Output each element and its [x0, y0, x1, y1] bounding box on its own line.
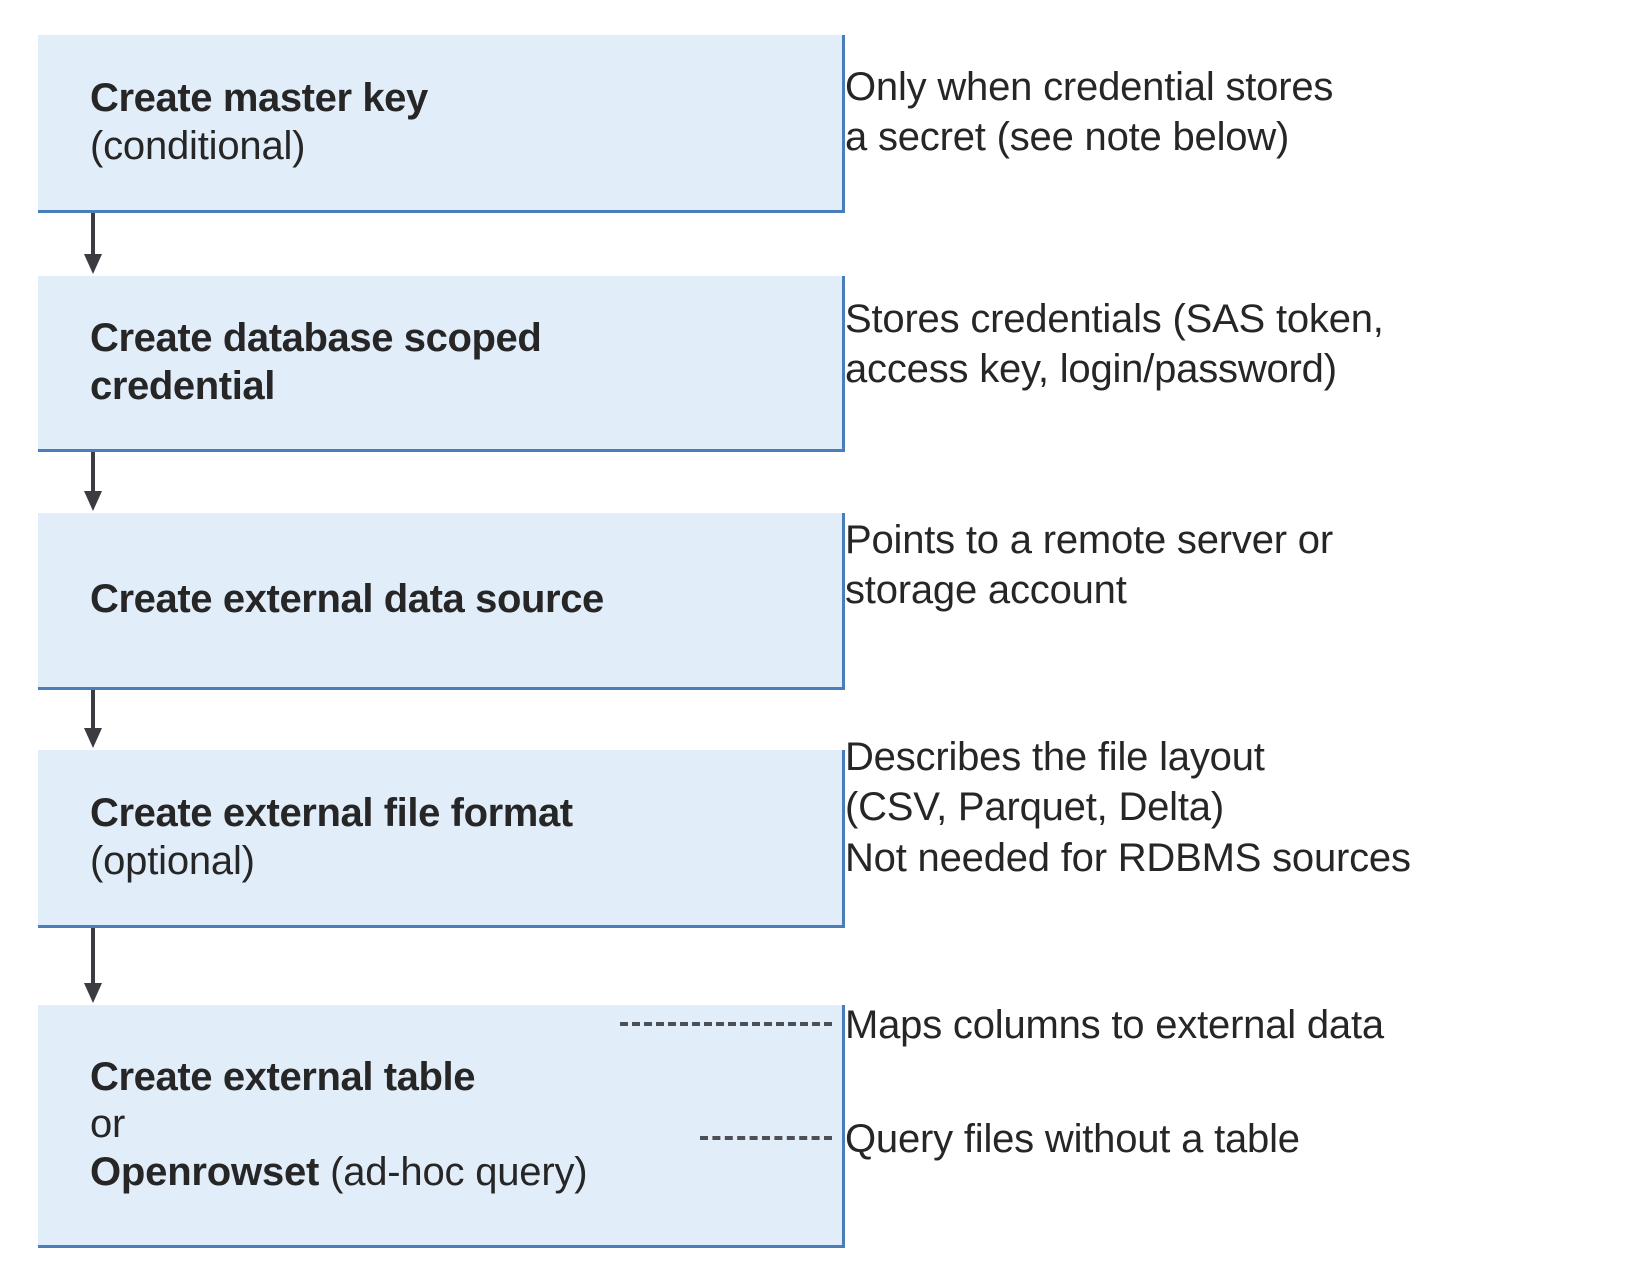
- step-title-scoped-credential: Create database scoped credential: [90, 316, 542, 408]
- step-title-external-file-format: Create external file format: [90, 791, 573, 836]
- flow-arrow-icon-1: [84, 213, 102, 276]
- flow-arrow-icon-3: [84, 690, 102, 750]
- flow-arrow-icon-2: [84, 452, 102, 513]
- step-title-external-table: Create external table: [90, 1055, 476, 1100]
- step-box-scoped-credential[interactable]: Create database scoped credential: [38, 276, 845, 452]
- step-box-external-table-or-openrowset[interactable]: Create external table or Openrowset (ad-…: [38, 1005, 845, 1248]
- arrow-head: [84, 983, 102, 1003]
- arrow-stem: [91, 213, 95, 256]
- arrow-stem: [91, 690, 95, 730]
- note-external-data-source: Points to a remote server or storage acc…: [845, 518, 1333, 613]
- step-title-master-key: Create master key: [90, 76, 428, 121]
- step-box-external-file-format[interactable]: Create external file format (optional): [38, 750, 845, 928]
- step-title-openrowset: Openrowset: [90, 1149, 320, 1194]
- step-box-external-data-source[interactable]: Create external data source: [38, 513, 845, 690]
- note-external-table: Maps columns to external data: [845, 1003, 1384, 1047]
- step-title-openrowset-row: Openrowset (ad-hoc query): [38, 1149, 842, 1196]
- note-scoped-credential: Stores credentials (SAS token, access ke…: [845, 297, 1384, 392]
- arrow-head: [84, 254, 102, 274]
- dashed-connector-external-table: [620, 1022, 832, 1026]
- arrow-stem: [91, 928, 95, 985]
- step-or-label: or: [90, 1102, 126, 1147]
- step-title-external-data-source: Create external data source: [90, 577, 604, 622]
- note-openrowset: Query files without a table: [845, 1117, 1300, 1161]
- arrow-stem: [91, 452, 95, 493]
- step-box-master-key[interactable]: Create master key (conditional): [38, 35, 845, 213]
- step-suffix-openrowset: (ad-hoc query): [319, 1149, 588, 1194]
- arrow-head: [84, 491, 102, 511]
- note-master-key: Only when credential stores a secret (se…: [845, 65, 1334, 160]
- flow-arrow-icon-4: [84, 928, 102, 1005]
- step-subtitle-master-key: (conditional): [90, 123, 306, 168]
- dashed-connector-openrowset: [700, 1136, 832, 1140]
- note-external-file-format: Describes the file layout (CSV, Parquet,…: [845, 735, 1411, 880]
- step-subtitle-external-file-format: (optional): [90, 838, 255, 883]
- arrow-head: [84, 728, 102, 748]
